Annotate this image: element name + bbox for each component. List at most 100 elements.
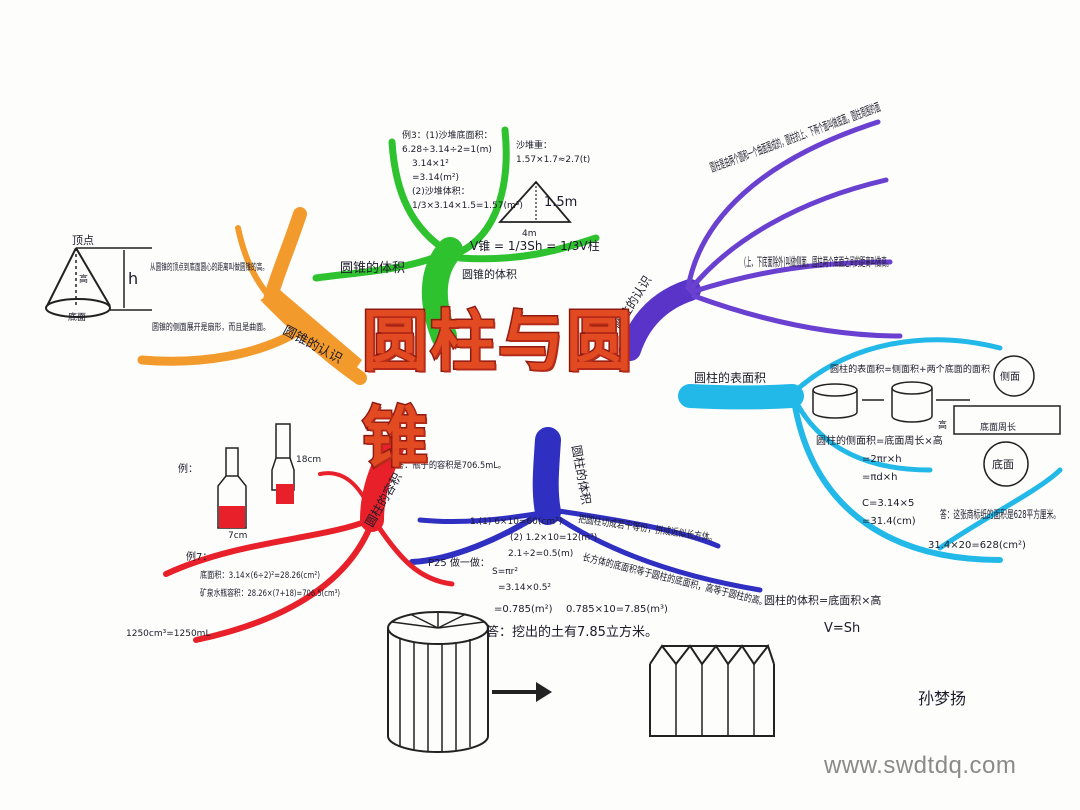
green-example-1: 例3：(1)沙堆底面积：: [402, 129, 492, 141]
watermark: www.swdtdq.com: [824, 752, 1017, 779]
purple-branch-1: [685, 119, 881, 291]
sand-pile-width: 4m: [522, 229, 537, 239]
cyan-example-4: 答：这张商标纸的面积是628平方厘米。: [940, 507, 1060, 521]
branch-green: 圆锥的体积 V锥 = 1/3Sh = 1/3V柱 圆锥的体积 例3：(1)沙堆底…: [312, 126, 600, 349]
blue-branch-right2: [549, 511, 763, 593]
bottle2-neck: [275, 423, 291, 459]
bottle-label-example: 例：: [178, 462, 198, 475]
bottle-label-18cm: 18cm: [296, 455, 321, 465]
label-base-circ: 底面周长: [980, 421, 1016, 433]
blue-note-3: 圆柱的体积=底面积×高: [764, 593, 881, 607]
cyan-branch-trunk: [678, 384, 804, 410]
red-note-3: 矿泉水瓶容积：28.26×(7+18)=706.5(cm³): [200, 587, 340, 599]
cyan-unroll-diagram: 侧面 高 底面周长 底面: [812, 355, 1061, 487]
green-example-4: =3.14(m²): [412, 173, 459, 183]
label-height: 高: [938, 419, 947, 431]
purple-branch-trunk: [619, 279, 701, 361]
purple-note-2: (上、下底面除外)叫做侧面。圆柱两个底面之间的距离叫做高。: [744, 254, 892, 269]
bottle-label-7cm: 7cm: [228, 531, 247, 541]
bottle2-water: [276, 484, 294, 504]
green-example-7: 沙堆重：: [516, 139, 552, 151]
bottle1-water: [219, 506, 245, 528]
cyan-example-1: C=3.14×5: [862, 498, 914, 509]
cyan-example-3: 31.4×20=628(cm²): [928, 540, 1026, 551]
cut-cyl-body: [387, 628, 489, 753]
label-side: 侧面: [1000, 370, 1020, 383]
signature: 孙梦扬: [918, 689, 966, 708]
purple-note-1: 圆柱是由两个圆和一个曲面围成的，圆柱的上、下两个面叫做底面。圆柱周围的面: [708, 99, 882, 175]
red-branch-up: [318, 471, 376, 522]
cyan-note-4: =πd×h: [862, 472, 897, 483]
blue-example-1: P25 做一做：: [428, 556, 490, 569]
cyl2-body: [891, 388, 933, 423]
green-example-5: (2)沙堆体积：: [412, 185, 470, 197]
prism-lines: [675, 664, 755, 736]
cut-arrow-head: [536, 682, 552, 702]
central-title: 圆柱与圆锥: [361, 302, 634, 478]
orange-branch-lower: [137, 325, 305, 366]
orange-note-2: 圆锥的侧面展开是扇形，而且是曲面。: [152, 321, 270, 333]
blue-branch-left: [409, 507, 549, 565]
title-container: 圆柱与圆锥: [361, 302, 692, 478]
label-base: 底面: [992, 457, 1014, 471]
blue-branch-right: [549, 507, 721, 549]
branch-orange: 圆锥的认识 从圆锥的顶点到底面圆心的距离叫做圆锥的高。 圆锥的侧面展开是扇形，而…: [137, 207, 367, 385]
cyan-branch-label: 圆柱的表面积: [694, 370, 766, 385]
red-branch-right: [371, 517, 455, 587]
blue-note-2: 长方体的底面积等于圆柱的底面积，高等于圆柱的高。: [581, 550, 769, 609]
purple-branch-2: [687, 177, 889, 293]
prism-teeth: [649, 643, 775, 666]
green-branch-right: [456, 234, 600, 263]
orange-branch-upper: [235, 225, 275, 303]
blue-example-6: =3.14×0.5²: [498, 583, 551, 593]
bottle1-neck: [225, 447, 239, 477]
blue-note-4: V=Sh: [824, 621, 860, 636]
branch-red: 圆柱的容积 例7： 底面积：3.14×(6÷2)²=28.26(cm²) 矿泉水…: [126, 423, 506, 643]
cyan-example-2: =31.4(cm): [862, 516, 916, 527]
rect-unrolled: [953, 405, 1061, 435]
bottle-diagrams: 例： 7cm 18cm: [178, 423, 321, 541]
cone-outline: [46, 247, 111, 307]
green-sub-label: 圆锥的体积: [462, 267, 517, 281]
blue-example-2: 1.(1) 6×10=60(cm³): [470, 517, 562, 527]
cyl-body: [812, 390, 858, 419]
green-formula: V锥 = 1/3Sh = 1/3V柱: [470, 238, 600, 253]
green-branch-left: [312, 248, 452, 282]
blue-branch-trunk: [532, 427, 561, 525]
red-branch-left: [163, 517, 373, 577]
purple-branch-3: [689, 259, 893, 295]
cone-label-apex: 顶点: [72, 234, 94, 247]
red-branch-low: [193, 519, 375, 643]
green-branch-label: 圆锥的体积: [340, 260, 405, 276]
blue-example-8: 0.785×10=7.85(m³): [566, 604, 668, 615]
branch-cyan: 圆柱的表面积 圆柱的表面积=侧面积+两个底面的面积 圆柱的侧面积=底面周长×高 …: [678, 337, 1063, 563]
cyan-branch-bottom: [937, 467, 1063, 551]
cone-diagram: 顶点 高 底面 h: [45, 234, 152, 323]
cylinder-cut-diagram: [387, 611, 775, 753]
green-example-8: 1.57×1.7≈2.7(t): [516, 155, 590, 165]
cone-label-h: h: [128, 269, 138, 288]
blue-example-9: 答：挖出的土有7.85立方米。: [486, 624, 658, 640]
blue-example-7: =0.785(m²): [494, 604, 553, 615]
blue-example-4: 2.1÷2=0.5(m): [508, 549, 573, 559]
green-example-6: 1/3×3.14×1.5=1.57(m³): [412, 201, 523, 211]
green-branch-upleft: [388, 138, 456, 258]
cone-label-base: 底面: [68, 311, 86, 323]
circle-side: [993, 355, 1035, 397]
blue-example-5: S=πr²: [492, 567, 518, 577]
blue-branch-left2: [417, 509, 551, 525]
sand-pile-height: 1.5m: [544, 195, 577, 210]
red-note-1: 例7：: [186, 550, 212, 563]
purple-branch-4: [691, 293, 903, 339]
cut-cyl-slices: [391, 612, 485, 752]
green-example-2: 6.28÷3.14÷2=1(m): [402, 145, 492, 155]
red-note-4: 1250cm³=1250mL: [126, 629, 210, 639]
cone-base: [45, 298, 111, 318]
cyl2-top-ellipse: [891, 381, 933, 395]
cyl-top-ellipse: [812, 383, 858, 397]
red-note-5: 答：瓶子的容积是706.5mL。: [396, 459, 506, 471]
green-branch-upright: [452, 126, 510, 258]
green-example-3: 3.14×1²: [412, 159, 449, 169]
cyan-branch-mid: [791, 395, 933, 473]
cyan-branch-lower: [791, 397, 1003, 563]
